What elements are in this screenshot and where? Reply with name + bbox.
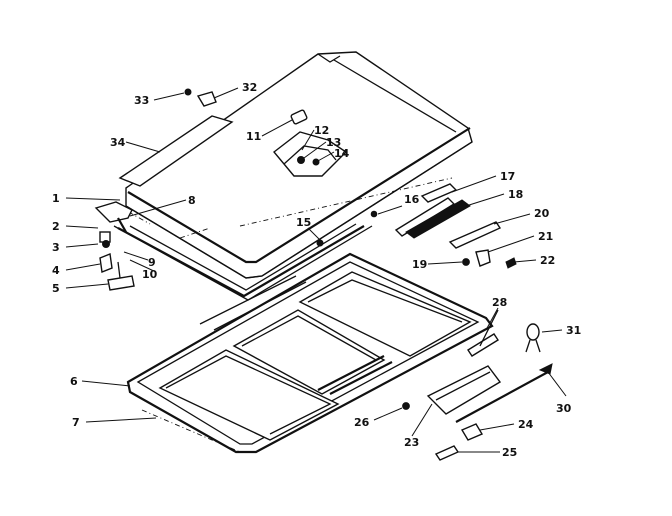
- lid-assembly: [117, 51, 473, 279]
- hinge-parts: [94, 201, 135, 291]
- callout-8: 8: [188, 194, 196, 207]
- callout-11: 11: [246, 130, 261, 143]
- callout-12: 12: [314, 124, 329, 137]
- tray-assembly: [126, 252, 494, 454]
- callout-14: 14: [334, 147, 350, 160]
- callout-28: 28: [492, 296, 507, 309]
- callout-31: 31: [566, 324, 581, 337]
- callout-6: 6: [70, 375, 78, 388]
- callout-23: 23: [404, 436, 419, 449]
- callout-25: 25: [502, 446, 517, 459]
- callout-22: 22: [540, 254, 555, 267]
- callout-30: 30: [556, 402, 572, 415]
- rail-parts: [316, 183, 517, 269]
- callout-33: 33: [134, 94, 149, 107]
- leader-lines: [65, 87, 567, 453]
- callout-7: 7: [72, 416, 80, 429]
- callout-24: 24: [518, 418, 534, 431]
- callout-5: 5: [52, 282, 60, 295]
- callout-26: 26: [354, 416, 370, 429]
- callout-16: 16: [404, 193, 420, 206]
- callout-18: 18: [508, 188, 523, 201]
- callout-3: 3: [52, 241, 60, 254]
- callout-21: 21: [538, 230, 553, 243]
- callout-13: 13: [326, 136, 341, 149]
- callout-19: 19: [412, 258, 427, 271]
- callout-34: 34: [110, 136, 126, 149]
- callout-9: 9: [148, 256, 156, 269]
- callout-15: 15: [296, 216, 311, 229]
- callout-2: 2: [52, 220, 60, 233]
- callout-1: 1: [52, 192, 60, 205]
- callout-10: 10: [142, 268, 158, 281]
- hardware-parts: [402, 309, 553, 461]
- callout-20: 20: [534, 207, 550, 220]
- callout-32: 32: [242, 81, 257, 94]
- callout-17: 17: [500, 170, 515, 183]
- callout-labels: 1 2 3 4 5 6 7 8 9 10 11 12 13 14 15 16 1…: [52, 81, 581, 459]
- callout-4: 4: [52, 264, 60, 277]
